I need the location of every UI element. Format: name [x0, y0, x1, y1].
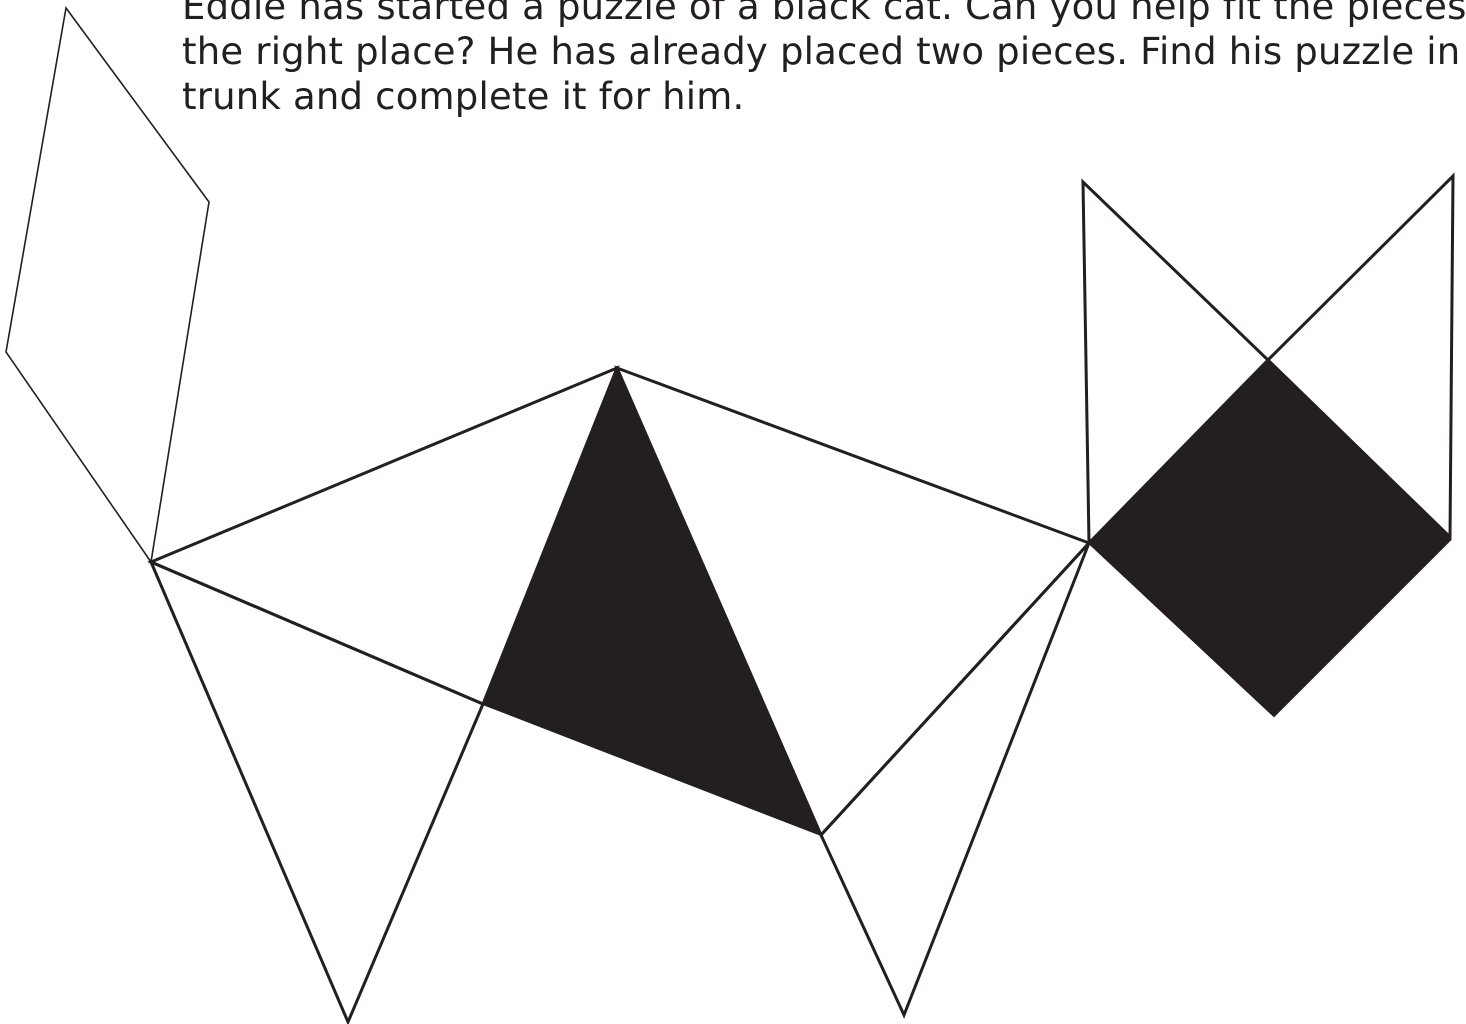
right-leg-triangle-slot[interactable]	[821, 543, 1089, 1015]
placed-head-square	[1089, 362, 1450, 716]
tail-parallelogram-slot[interactable]	[6, 8, 209, 562]
placed-body-triangle	[483, 368, 821, 835]
left-leg-triangle-slot[interactable]	[151, 562, 483, 1022]
